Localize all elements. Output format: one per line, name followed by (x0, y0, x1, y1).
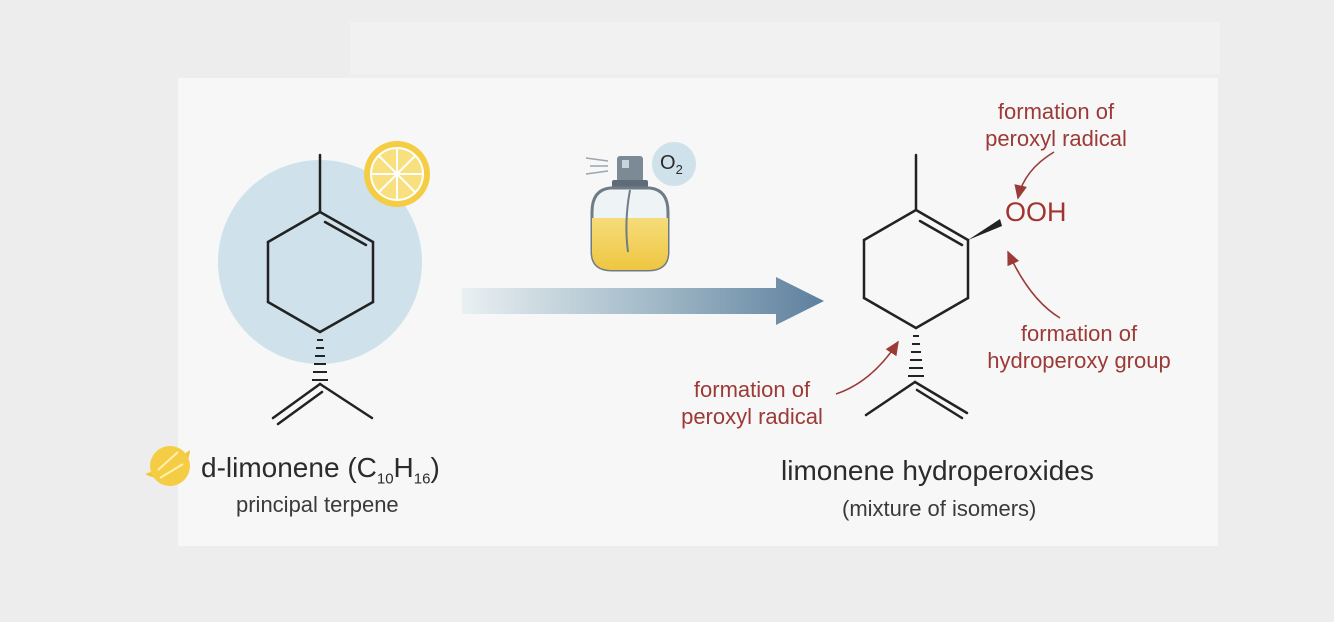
annotation-bottom-line1: formation of (693, 377, 811, 402)
limonene-hashed-wedge (312, 339, 328, 381)
hydroperoxides-subtitle: (mixture of isomers) (842, 496, 1037, 521)
annotation-arrows (835, 151, 1061, 395)
hydroperoxides-title: limonene hydroperoxides (781, 455, 1094, 486)
perfume-bottle-icon (585, 156, 670, 272)
formula-hydrogen-count: 16 (413, 470, 431, 488)
annotation-top-line1: formation of (997, 99, 1115, 124)
formula-prefix: (C (347, 452, 377, 483)
oxygen-label-sub: 2 (675, 162, 683, 177)
annotation-right-line1: formation of (1020, 321, 1138, 346)
annotation-arrow-right (1007, 250, 1061, 319)
limonene-title: d-limonene (C10H16) (201, 452, 440, 488)
annotation-right: formation of hydroperoxy group (972, 320, 1186, 374)
ooh-wedge-bond (968, 219, 1002, 240)
oxygen-bubble-icon (652, 142, 696, 186)
reaction-arrow (462, 277, 824, 325)
limonene-subtitle: principal terpene (236, 492, 399, 517)
oxygen-label-main: O (660, 152, 676, 174)
highlight-circle (218, 160, 422, 364)
limonene-structure (266, 153, 375, 426)
annotation-arrow-top (1014, 151, 1055, 200)
formula-hydrogen: H (393, 452, 414, 483)
oxygen-label: O2 (660, 152, 683, 177)
ooh-group-label: OOH (1005, 197, 1067, 227)
annotation-top: formation of peroxyl radical (970, 98, 1142, 152)
limonene-formula: (C10H16) (347, 452, 440, 488)
hydroperoxide-structure (862, 153, 970, 420)
hydroperoxide-hashed-wedge (908, 335, 924, 377)
annotation-arrow-bottom (835, 340, 899, 395)
lemon-wedge-icon (145, 446, 190, 486)
lemon-slice-icon (364, 141, 430, 207)
annotation-top-line2: peroxyl radical (985, 126, 1127, 151)
annotation-bottom: formation of peroxyl radical (666, 376, 838, 430)
formula-suffix: ) (430, 452, 440, 483)
limonene-name: d-limonene (201, 452, 340, 483)
formula-carbon-count: 10 (376, 470, 394, 488)
background-band (350, 22, 1220, 74)
annotation-right-line2: hydroperoxy group (987, 348, 1171, 373)
annotation-bottom-line2: peroxyl radical (681, 404, 823, 429)
